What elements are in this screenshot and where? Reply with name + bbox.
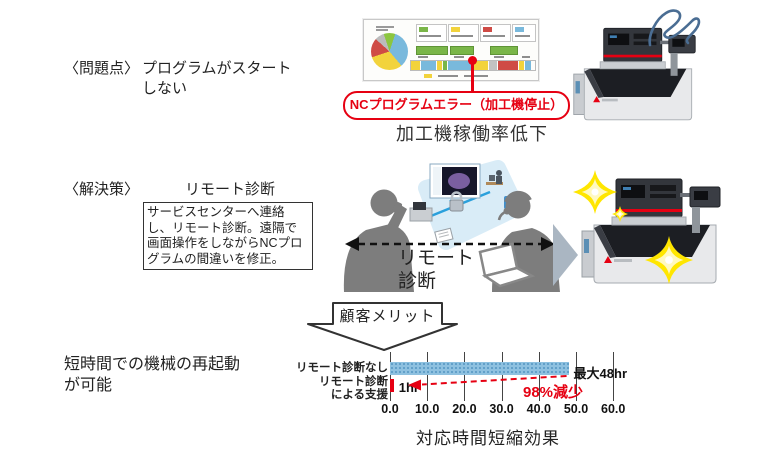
- chart-gridline: [576, 352, 577, 401]
- chart-tick-label: 10.0: [415, 402, 440, 416]
- chart-tick-label: 40.0: [526, 402, 551, 416]
- error-marker-dot: [468, 56, 477, 65]
- document-icon: [434, 227, 454, 244]
- problem-text: プログラムがスタート しない: [142, 60, 292, 97]
- remote-diagnosis-label: リモート 診断: [398, 248, 475, 292]
- laptop-icon: [478, 242, 536, 288]
- chart-category-label: リモート診断なし: [296, 362, 388, 374]
- solution-label: 〈解決策〉: [64, 181, 140, 198]
- response-time-chart: 0.0 10.0 20.0 30.0 40.0 50.0 60.0 リモート診断なし 最大48h…: [293, 350, 658, 420]
- sparkle-icon: [645, 236, 693, 284]
- chart-tick-label: 60.0: [601, 402, 626, 416]
- small-machine-icon: [409, 202, 433, 222]
- chart-bar: [390, 379, 394, 392]
- chart-gridline: [464, 352, 466, 401]
- customer-silhouette: [343, 189, 414, 292]
- problem-caption: 加工機稼働率低下: [396, 124, 548, 144]
- reduction-arrow: [408, 375, 567, 391]
- chart-tick-label: 20.0: [452, 402, 477, 416]
- chart-tick-label: 50.0: [563, 402, 589, 416]
- chart-bar: [390, 362, 569, 375]
- solution-title: リモート診断: [185, 181, 276, 198]
- chart-gridline: [501, 352, 503, 401]
- sparkle-icon-small: [612, 206, 628, 222]
- chart-gridline: [613, 352, 615, 401]
- remote-service-illustration: [409, 160, 524, 250]
- chart-value-label: 最大48hr: [573, 366, 628, 381]
- chart-title: 対応時間短縮効果: [416, 429, 560, 448]
- error-callout: NCプログラムエラー（加工機停止）: [343, 91, 570, 120]
- lock-icon: [449, 191, 464, 212]
- next-step-arrow-icon: [553, 224, 578, 286]
- chart-tick-label: 0.0: [381, 402, 399, 416]
- chart-gridline: [390, 352, 391, 401]
- dashboard-pie-chart: [371, 33, 408, 70]
- operator-desk-icon: [486, 170, 503, 185]
- malfunction-squiggle-icon: [648, 9, 701, 47]
- chart-category-label: リモート診断 による支援: [319, 376, 388, 401]
- result-text: 短時間での機械の再起動 が可能: [64, 356, 241, 394]
- chart-tick-label: 30.0: [489, 402, 514, 416]
- problem-label: 〈問題点〉: [64, 60, 140, 77]
- merit-banner: 顧客メリット: [300, 298, 465, 356]
- chart-gridline: [538, 352, 540, 401]
- error-connector-line: [471, 62, 474, 92]
- dashboard-screenshot: [363, 19, 539, 81]
- chart-annotation: 98%減少: [523, 384, 584, 401]
- merit-banner-label: 顧客メリット: [339, 308, 436, 325]
- solution-description: サービスセンターへ連絡し、リモート診断。遠隔で画面操作をしながらNCプログラムの…: [143, 202, 313, 270]
- sparkle-icon: [573, 170, 617, 214]
- remote-link-arrow: [345, 237, 555, 251]
- chart-gridline: [427, 352, 429, 401]
